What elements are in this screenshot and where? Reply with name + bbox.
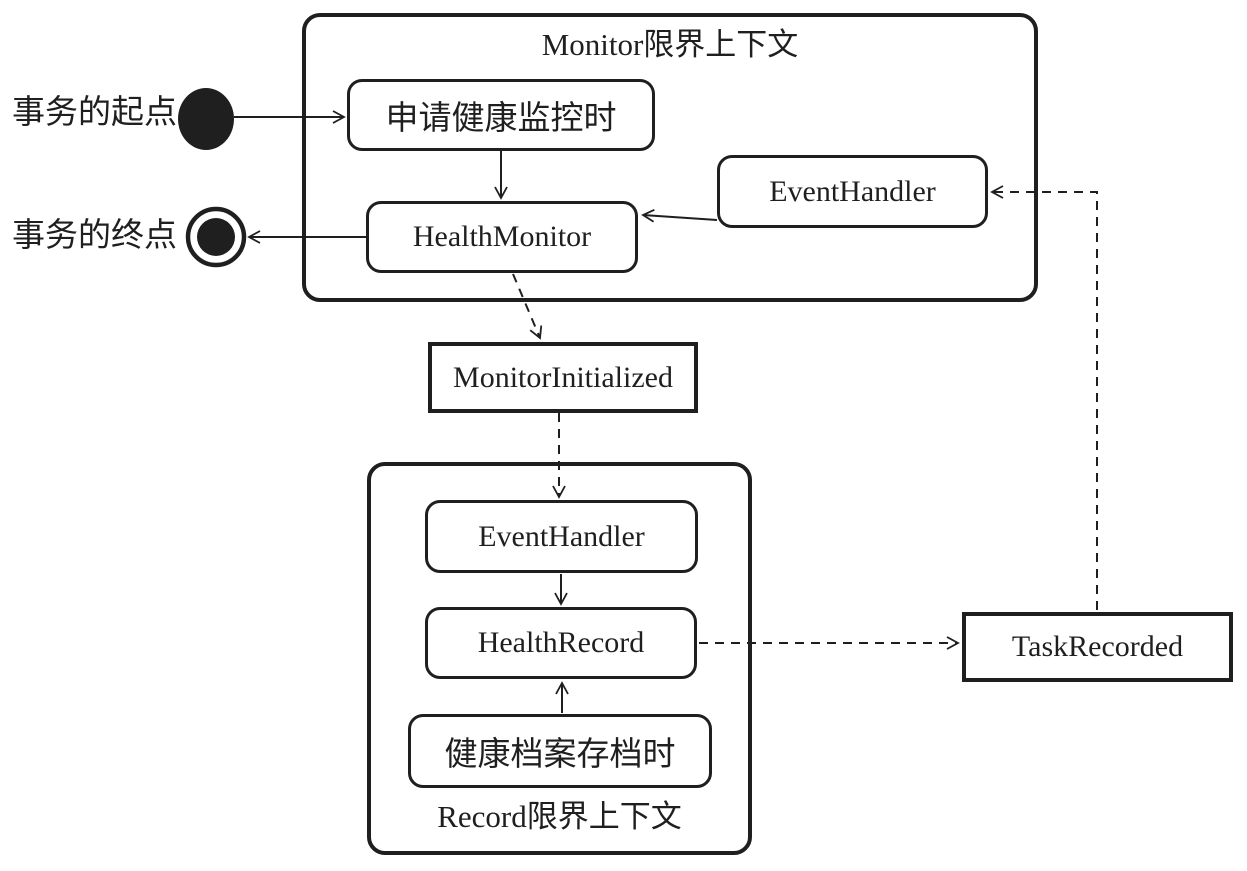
edge-healthmonitor-to-monitorinitialized <box>512 273 543 340</box>
node-archive-health-record: 健康档案存档时 <box>408 714 712 788</box>
record-bounded-context <box>367 462 752 855</box>
node-event-handler-record-label: EventHandler <box>478 519 645 553</box>
node-monitor-initialized-event: MonitorInitialized <box>428 342 698 413</box>
start-state-icon <box>178 88 234 150</box>
node-health-record-label: HealthRecord <box>477 626 645 659</box>
node-health-monitor-label: HealthMonitor <box>412 220 592 253</box>
node-health-monitor: HealthMonitor <box>366 201 638 273</box>
monitor-context-title: Monitor限界上下文 <box>541 27 799 62</box>
node-task-recorded-label: TaskRecorded <box>1011 630 1184 663</box>
monitor-bounded-context <box>302 13 1038 302</box>
node-event-handler-monitor: EventHandler <box>717 155 988 228</box>
record-context-title: Record限界上下文 <box>437 799 682 834</box>
node-event-handler-record: EventHandler <box>425 500 698 573</box>
end-state-label: 事务的终点 <box>12 218 177 254</box>
edge-eventhandler-to-healthmonitor <box>641 208 718 223</box>
node-event-handler-monitor-label: EventHandler <box>769 174 936 208</box>
end-state-icon <box>185 206 247 268</box>
node-monitor-initialized-label: MonitorInitialized <box>453 360 673 394</box>
node-apply-health-monitoring: 申请健康监控时 <box>347 79 655 151</box>
edge-taskrecorded-to-eventhandler <box>990 185 1098 610</box>
start-state-label: 事务的起点 <box>12 95 177 131</box>
node-apply-health-monitoring-label: 申请健康监控时 <box>385 101 617 137</box>
node-archive-health-record-label: 健康档案存档时 <box>444 737 676 773</box>
node-task-recorded-event: TaskRecorded <box>962 612 1233 682</box>
node-health-record: HealthRecord <box>425 607 697 679</box>
